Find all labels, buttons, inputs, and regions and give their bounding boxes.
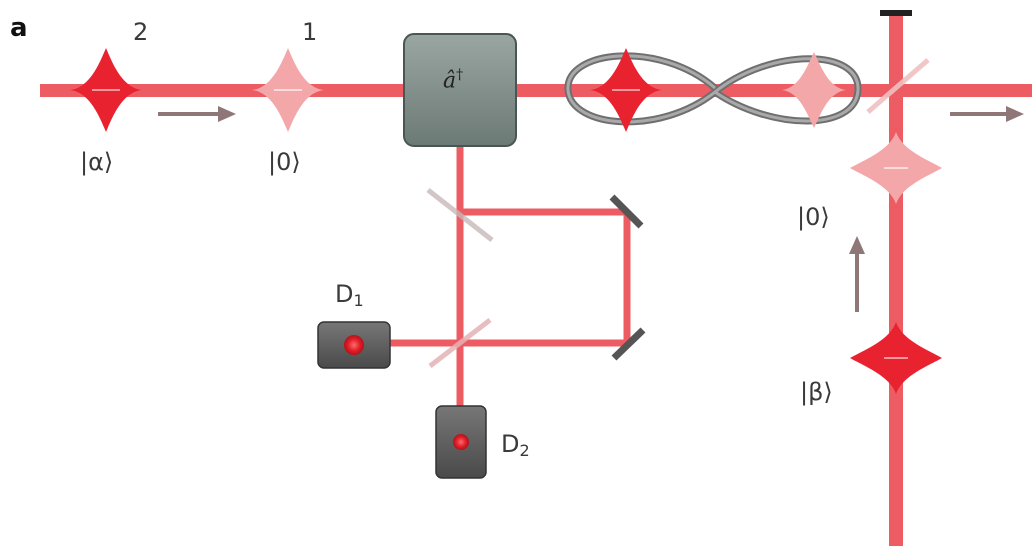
panel-label: a (10, 13, 28, 43)
arrow-right-output (950, 106, 1024, 122)
beam-splitter-2 (428, 318, 492, 368)
combining-beam-splitter (866, 58, 930, 114)
pulse-beta (850, 322, 942, 394)
pulse-number-2: 2 (133, 18, 149, 46)
ket-alpha: |α⟩ (80, 148, 114, 176)
beam-stop (880, 10, 912, 16)
detector-d2-label: D2 (501, 430, 530, 460)
detector-d1-label: D1 (335, 280, 364, 310)
ket-beta: |β⟩ (800, 378, 833, 406)
detector-d2 (435, 405, 487, 479)
pulse-2-alpha (70, 48, 142, 132)
detector-d1 (317, 321, 391, 369)
figure-eight-loop (564, 52, 862, 126)
arrow-up (849, 236, 865, 312)
main-beam (40, 84, 1032, 97)
arrow-right-input (158, 106, 236, 122)
ket-zero-right: |0⟩ (797, 203, 830, 231)
beam-splitter-1 (426, 188, 494, 242)
pulse-vertical-vacuum (850, 132, 942, 204)
pulse-number-1: 1 (302, 18, 318, 46)
operator-box (403, 33, 517, 147)
pulse-1-vacuum (252, 48, 324, 132)
creation-operator-label: â† (443, 67, 464, 94)
mirror-top (609, 194, 644, 229)
mirror-bottom (611, 327, 646, 361)
pulse-in-loop-faint (782, 52, 846, 128)
pulse-in-loop-strong (590, 48, 662, 132)
interferometer (385, 140, 631, 415)
ket-zero-left: |0⟩ (268, 148, 301, 176)
